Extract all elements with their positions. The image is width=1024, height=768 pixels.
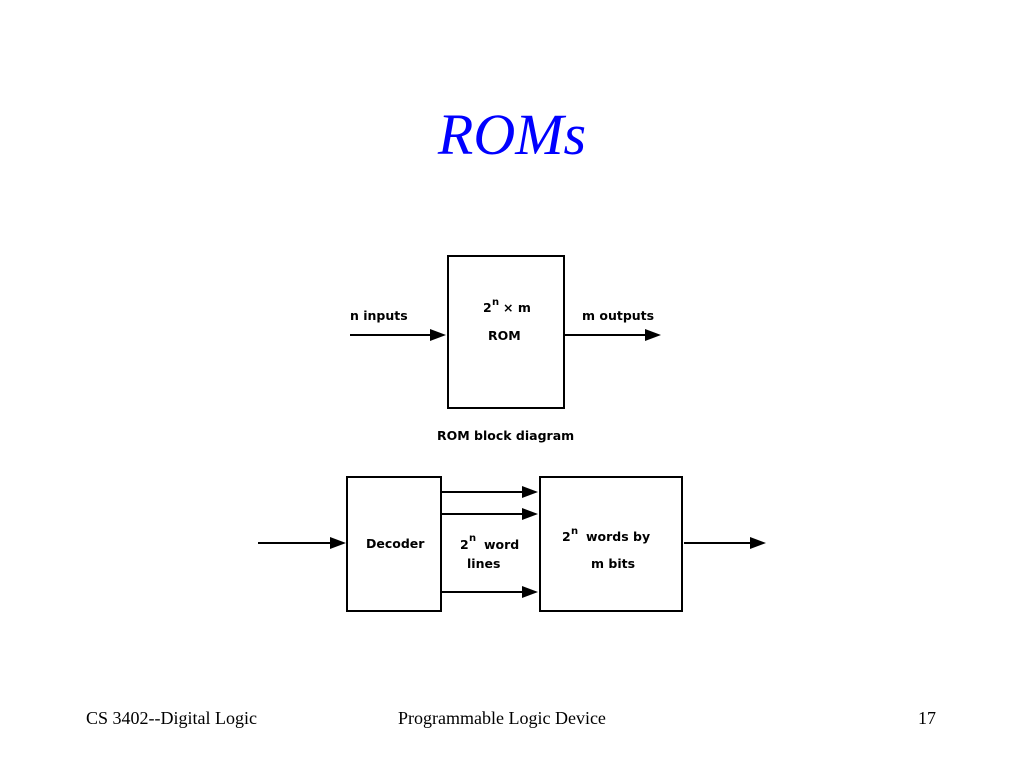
input-arrow-head [430, 329, 446, 341]
input-label: n inputs [350, 308, 408, 323]
rom-size-exponent: n [492, 297, 499, 308]
rom-block-diagram: n inputs 2 n × m ROM m outputs ROM block… [350, 255, 661, 443]
word-line-3-arrow-head [522, 586, 538, 598]
memory-words-rest: words by [586, 529, 650, 544]
decoder-input-arrow-head [330, 537, 346, 549]
decoder-box [346, 476, 442, 612]
memory-words-base: 2 [562, 529, 571, 544]
decoder-label: Decoder [366, 536, 425, 551]
footer-topic: Programmable Logic Device [398, 708, 606, 728]
output-label: m outputs [582, 308, 654, 323]
rom-box-label: ROM [488, 328, 521, 343]
output-arrow-head [645, 329, 661, 341]
rom-box [447, 255, 565, 409]
word-lines-base: 2 [460, 537, 469, 552]
word-line-2-arrow-head [522, 508, 538, 520]
footer-course: CS 3402--Digital Logic [86, 708, 257, 728]
decoder-diagram: Decoder 2 n word lines 2 n words by m bi… [258, 476, 766, 612]
word-lines-line2: lines [467, 556, 500, 571]
word-lines-exponent: n [469, 533, 476, 544]
word-lines-rest: word [484, 537, 519, 552]
memory-words-exponent: n [571, 526, 578, 537]
rom-size-rest: × m [503, 300, 531, 315]
word-line-1-arrow-head [522, 486, 538, 498]
rom-diagram-caption: ROM block diagram [437, 428, 574, 443]
rom-size-base: 2 [483, 300, 492, 315]
memory-bits-label: m bits [591, 556, 635, 571]
slide-title: ROMs [437, 102, 587, 167]
memory-output-arrow-head [750, 537, 766, 549]
footer-page-number: 17 [918, 708, 936, 728]
memory-array-box [539, 476, 683, 612]
